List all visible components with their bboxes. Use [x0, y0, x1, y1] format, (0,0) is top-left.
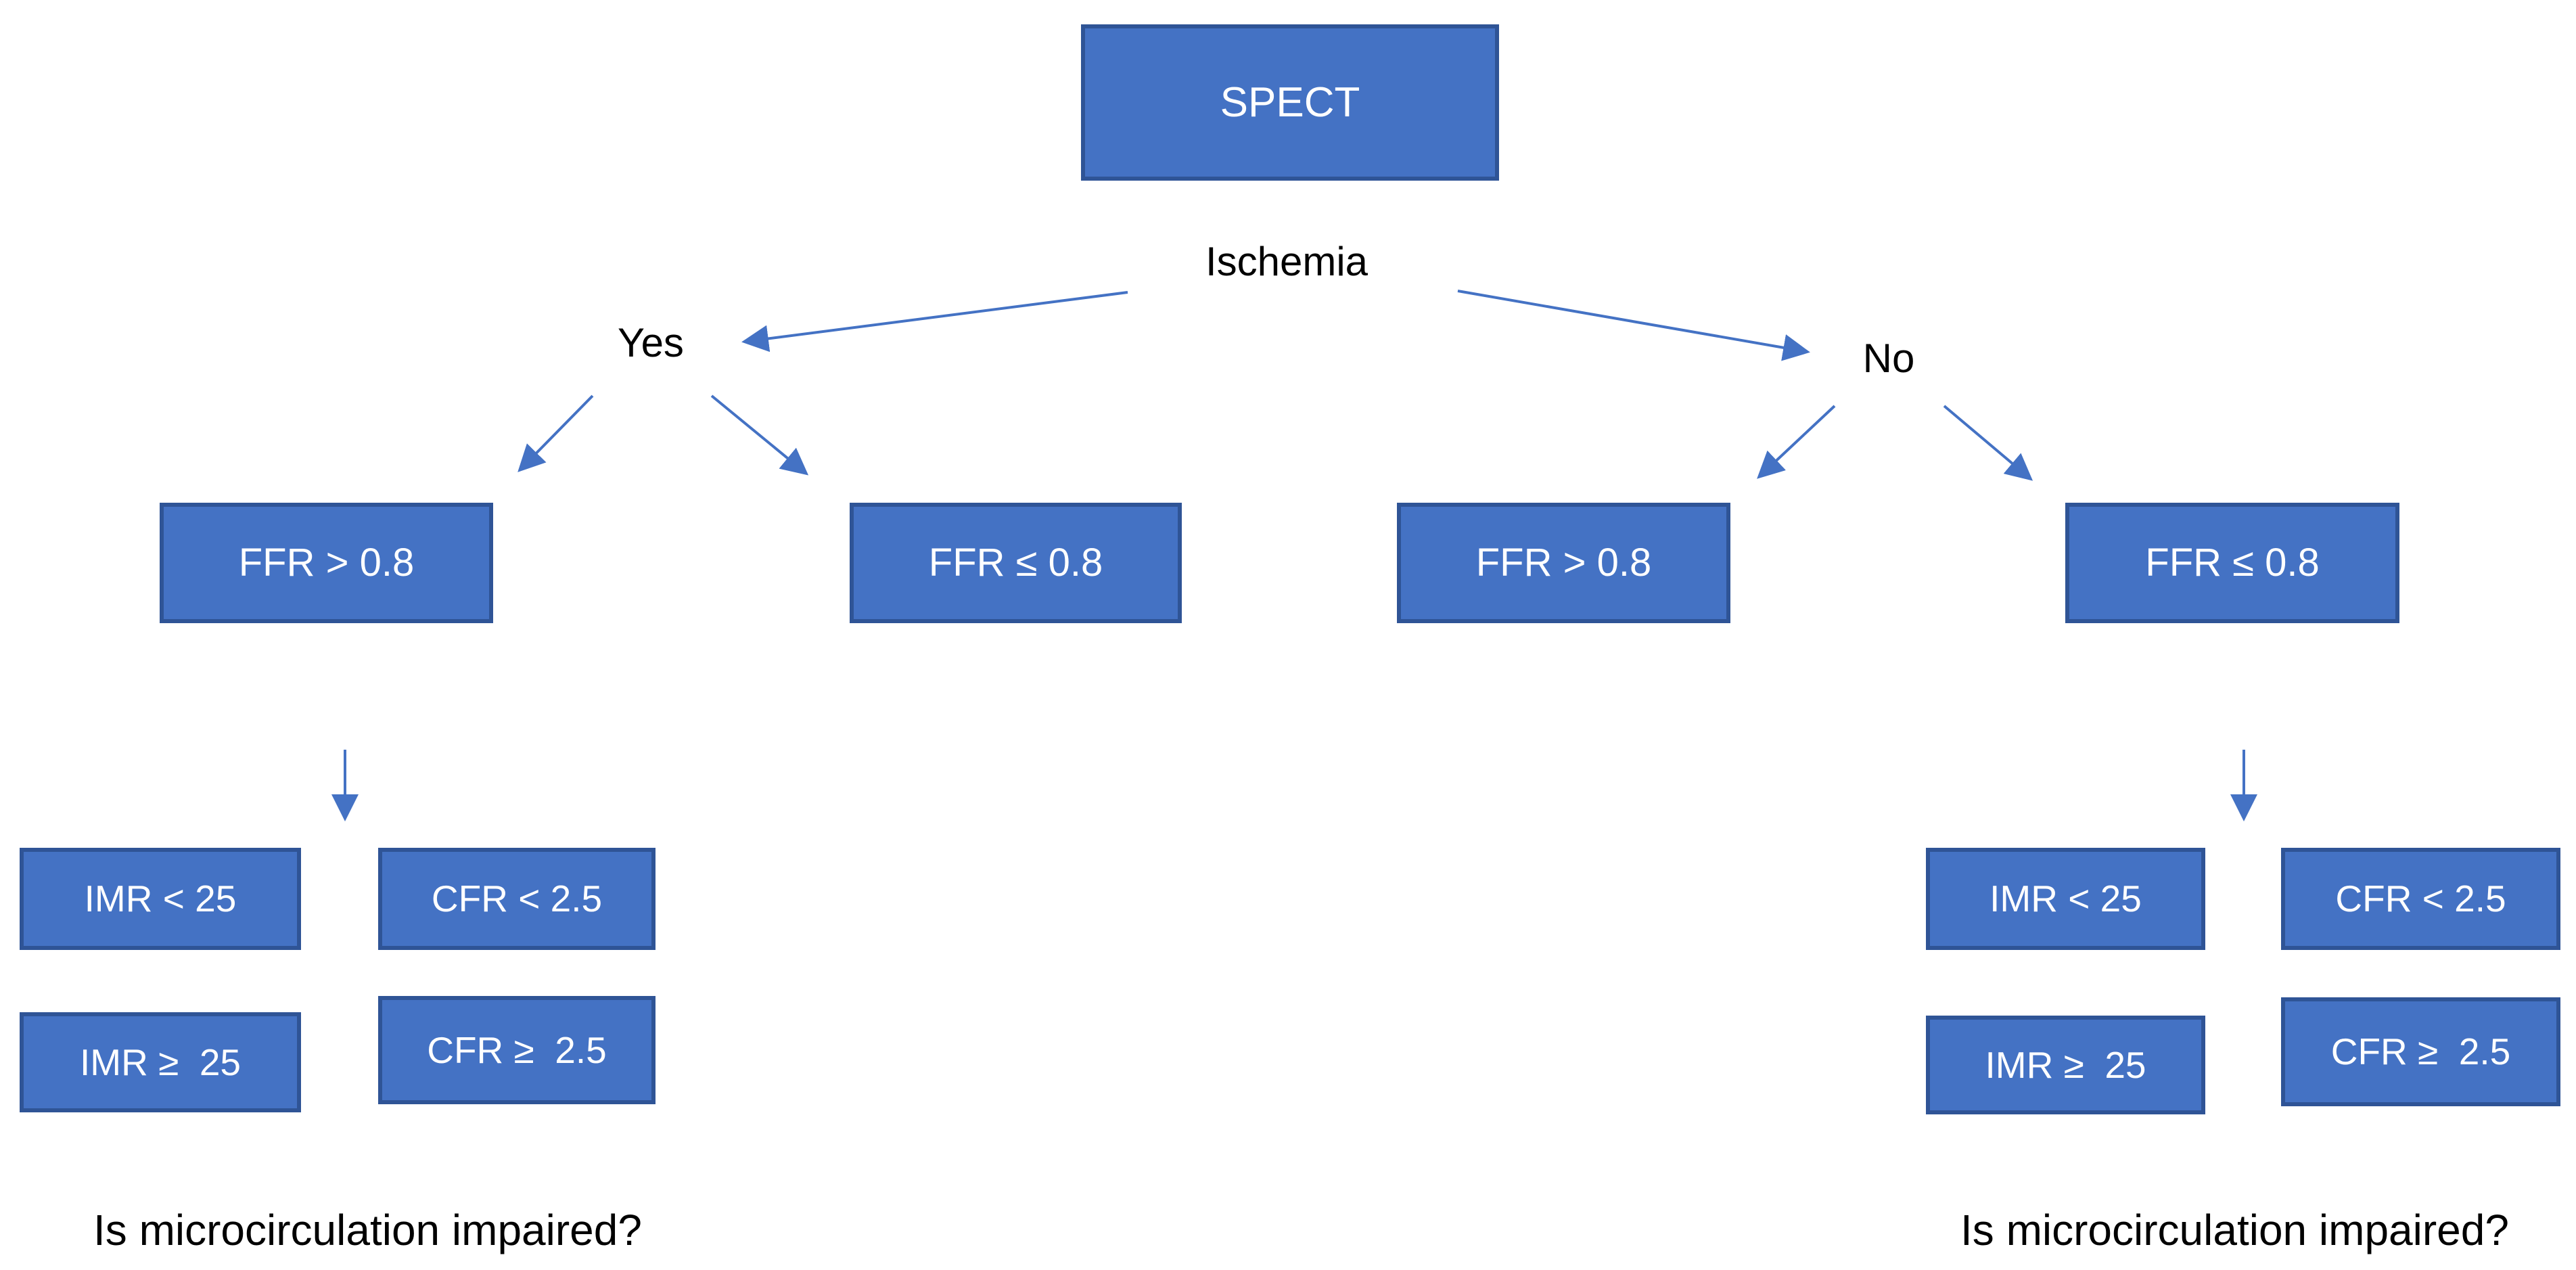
node-spect-label: SPECT [1220, 78, 1360, 126]
node-yes-ffr-low: FFR ≤ 0.8 [850, 503, 1182, 623]
node-left-imr-high: IMR ≥ 25 [20, 1012, 301, 1112]
arrow-no-to-ffr-low [1943, 405, 2033, 481]
node-right-cfr-high-label: CFR ≥ 2.5 [2330, 1030, 2511, 1072]
node-left-cfr-high: CFR ≥ 2.5 [378, 996, 656, 1104]
node-right-imr-low: IMR < 25 [1926, 848, 2205, 950]
node-right-cfr-low: CFR < 2.5 [2281, 848, 2560, 950]
arrow-yes-to-ffr-low [710, 394, 809, 476]
node-no-ffr-low: FFR ≤ 0.8 [2065, 503, 2399, 623]
node-left-imr-high-label: IMR ≥ 25 [79, 1041, 242, 1083]
node-left-cfr-high-label: CFR ≥ 2.5 [427, 1028, 607, 1071]
branch-label-yes: Yes [618, 320, 684, 365]
question-left: Is microcirculation impaired? [93, 1206, 642, 1254]
node-no-ffr-high-label: FFR > 0.8 [1475, 541, 1652, 585]
decision-label-ischemia: Ischemia [1205, 239, 1368, 284]
arrow-ischemia-to-yes [741, 291, 1128, 353]
node-yes-ffr-low-label: FFR ≤ 0.8 [928, 541, 1103, 585]
node-right-imr-high: IMR ≥ 25 [1926, 1016, 2205, 1114]
node-no-ffr-high: FFR > 0.8 [1397, 503, 1730, 623]
node-left-cfr-low-label: CFR < 2.5 [431, 878, 603, 920]
node-spect: SPECT [1081, 24, 1499, 181]
node-right-cfr-high: CFR ≥ 2.5 [2281, 997, 2560, 1106]
node-no-ffr-low-label: FFR ≤ 0.8 [2145, 541, 2320, 585]
node-right-imr-high-label: IMR ≥ 25 [1985, 1043, 2146, 1086]
question-right: Is microcirculation impaired? [1960, 1206, 2509, 1254]
arrow-ischemia-to-no [1457, 290, 1810, 361]
node-left-cfr-low: CFR < 2.5 [378, 848, 656, 950]
arrow-yes-to-ffr-high [518, 394, 594, 472]
node-left-imr-low-label: IMR < 25 [84, 878, 237, 920]
node-yes-ffr-high: FFR > 0.8 [160, 503, 493, 623]
node-yes-ffr-high-label: FFR > 0.8 [238, 541, 415, 585]
node-right-cfr-low-label: CFR < 2.5 [2335, 878, 2506, 920]
node-right-imr-low-label: IMR < 25 [1990, 878, 2142, 920]
node-left-imr-low: IMR < 25 [20, 848, 301, 950]
branch-label-no: No [1862, 336, 1915, 381]
arrow-no-to-ffr-high [1757, 405, 1836, 479]
